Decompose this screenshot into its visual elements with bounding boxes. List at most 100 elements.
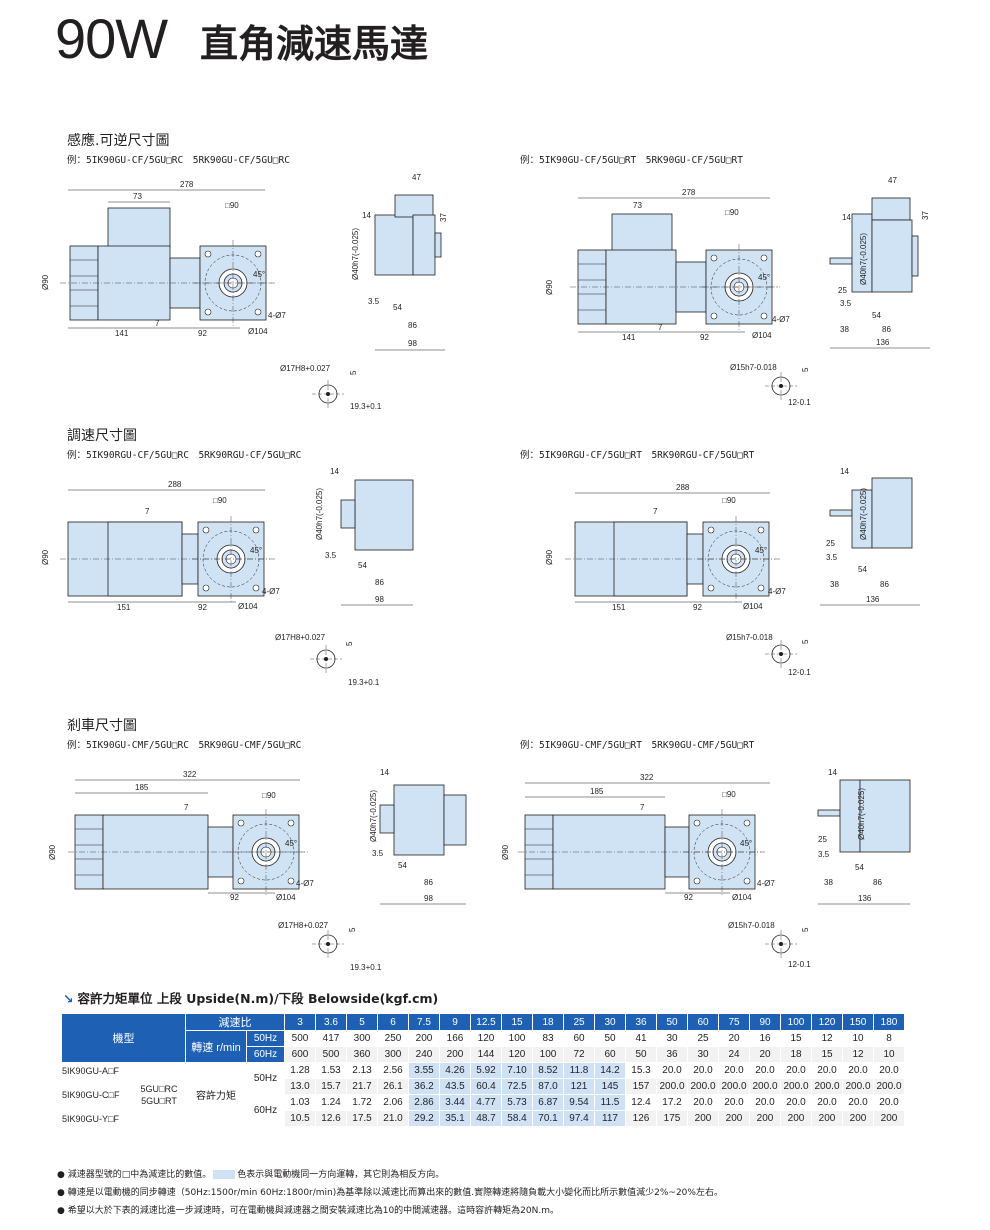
speed50-cell: 8: [873, 1030, 905, 1047]
speed60-cell: 12: [842, 1046, 874, 1063]
ratio-cell: 100: [780, 1013, 812, 1031]
ratio-cell: 50: [656, 1013, 688, 1031]
torque-cell: 11.8: [563, 1062, 595, 1079]
ratio-cell: 3.6: [315, 1013, 347, 1031]
torque-cell: 175: [656, 1110, 688, 1127]
svg-text:25: 25: [826, 539, 835, 548]
torque-cell: 20.0: [780, 1062, 812, 1079]
ratio-cell: 75: [718, 1013, 750, 1031]
dim-73: 73: [133, 192, 142, 201]
svg-text:86: 86: [880, 580, 889, 589]
torque-cell: 15.7: [315, 1078, 347, 1095]
svg-text:Ø15h7-0.018: Ø15h7-0.018: [728, 921, 775, 930]
section-example-brake-rc: 例：5IK90GU-CMF/5GU□RC 5RK90GU-CMF/5GU□RC: [67, 740, 302, 751]
ratio-cell: 6: [377, 1013, 409, 1031]
svg-text:Ø90: Ø90: [501, 844, 510, 860]
ratio-cell: 12.5: [470, 1013, 502, 1031]
svg-text:12-0.1: 12-0.1: [788, 668, 811, 677]
torque-cell: 6.87: [532, 1094, 564, 1111]
torque-cell: 200.0: [780, 1078, 812, 1095]
svg-text:86: 86: [873, 878, 882, 887]
speed50-cell: 100: [501, 1030, 533, 1047]
dim-185: 185: [135, 783, 149, 792]
svg-text:73: 73: [633, 201, 642, 210]
torque-cell: 20.0: [811, 1094, 843, 1111]
dim-92: 92: [198, 329, 207, 338]
highlight-swatch: [213, 1170, 236, 1179]
speed50-cell: 50: [594, 1030, 626, 1047]
svg-text:Ø40h7(-0.025): Ø40h7(-0.025): [369, 790, 378, 842]
dim-86: 86: [408, 321, 417, 330]
speed60-cell: 10: [873, 1046, 905, 1063]
torque-cell: 1.24: [315, 1094, 347, 1111]
torque-cell: 17.5: [346, 1110, 378, 1127]
hz50-header: 50Hz: [246, 1030, 285, 1047]
speed60-cell: 50: [625, 1046, 657, 1063]
torque-cell: 21.0: [377, 1110, 409, 1127]
speed60-cell: 72: [563, 1046, 595, 1063]
drawing-brake-rc: 322 185 □90 7 45° 4-Ø7 Ø104 Ø90 92 14 Ø4…: [48, 768, 467, 972]
svg-text:151: 151: [612, 603, 626, 612]
speed50-cell: 120: [470, 1030, 502, 1047]
note-1: ● 減速器型號的□中為減速比的數值。色表示與電動機同一方向運轉，其它則為相反方向…: [57, 1170, 445, 1180]
svg-text:3.5: 3.5: [372, 849, 384, 858]
section-example-brake-rt: 例：5IK90GU-CMF/5GU□RT 5RK90GU-CMF/5GU□RT: [520, 740, 755, 751]
dim-37: 37: [439, 213, 448, 222]
svg-text:136: 136: [876, 338, 890, 347]
drawing-standard-rc: 278 73 □90 45° 4-Ø7 Ø104 Ø90 141 7 92 47…: [41, 173, 448, 411]
dim-141: 141: [115, 329, 129, 338]
torque-cell: 20.0: [718, 1062, 750, 1079]
svg-text:45°: 45°: [755, 546, 767, 555]
ratio-cell: 9: [439, 1013, 471, 1031]
svg-text:Ø40h7(-0.025): Ø40h7(-0.025): [859, 233, 868, 285]
svg-text:92: 92: [693, 603, 702, 612]
torque-cell: 200.0: [811, 1078, 843, 1095]
speed60-cell: 36: [656, 1046, 688, 1063]
torque-cell: 11.5: [594, 1094, 626, 1111]
torque-cell: 20.0: [873, 1062, 905, 1079]
dim-angle: 45°: [253, 270, 265, 279]
speed50-cell: 20: [718, 1030, 750, 1047]
dim-54: 54: [393, 303, 402, 312]
torque-cell: 72.5: [501, 1078, 533, 1095]
torque-cell: 12.6: [315, 1110, 347, 1127]
ratio-cell: 7.5: [408, 1013, 440, 1031]
speed50-cell: 41: [625, 1030, 657, 1047]
svg-text:Ø40h7(-0.025): Ø40h7(-0.025): [859, 488, 868, 540]
section-title-standard: 感應.可逆尺寸圖: [67, 133, 170, 149]
speed50-cell: 15: [780, 1030, 812, 1047]
torque-cell: 36.2: [408, 1078, 440, 1095]
torque-cell: 200.0: [873, 1078, 905, 1095]
torque-cell: 200.0: [749, 1078, 781, 1095]
hz60-label: 60Hz: [246, 1094, 285, 1127]
note-2: ● 轉速是以電動機的同步轉速（50Hz:1500r/min 60Hz:1800r…: [57, 1188, 723, 1198]
torque-cell: 145: [594, 1078, 626, 1095]
svg-text:12-0.1: 12-0.1: [788, 398, 811, 407]
svg-text:86: 86: [375, 578, 384, 587]
gearhead-rc: 5GU□RC: [140, 1083, 178, 1094]
speed50-cell: 300: [346, 1030, 378, 1047]
section-example-standard-rc: 例：5IK90GU-CF/5GU□RC 5RK90GU-CF/5GU□RC: [67, 155, 290, 166]
svg-text:54: 54: [872, 311, 881, 320]
hz50-label: 50Hz: [246, 1062, 285, 1095]
svg-text:5: 5: [801, 927, 810, 932]
svg-text:5: 5: [801, 367, 810, 372]
svg-text:45°: 45°: [285, 839, 297, 848]
speed50-cell: 10: [842, 1030, 874, 1047]
svg-text:Ø104: Ø104: [732, 893, 752, 902]
speed-header: 轉速 r/min: [185, 1030, 247, 1063]
svg-text:Ø104: Ø104: [238, 602, 258, 611]
svg-text:Ø40h7(-0.025): Ø40h7(-0.025): [857, 788, 866, 840]
dim-3-5: 3.5: [368, 297, 380, 306]
torque-cell: 3.44: [439, 1094, 471, 1111]
speed50-cell: 250: [377, 1030, 409, 1047]
svg-text:3.5: 3.5: [818, 850, 830, 859]
dim-sq90: □90: [225, 201, 239, 210]
speed50-cell: 200: [408, 1030, 440, 1047]
ratio-cell: 30: [594, 1013, 626, 1031]
torque-cell: 70.1: [532, 1110, 564, 1127]
torque-cell: 200.0: [656, 1078, 688, 1095]
svg-text:92: 92: [198, 603, 207, 612]
page-title: 直角減速馬達: [200, 22, 429, 66]
svg-text:288: 288: [676, 483, 690, 492]
